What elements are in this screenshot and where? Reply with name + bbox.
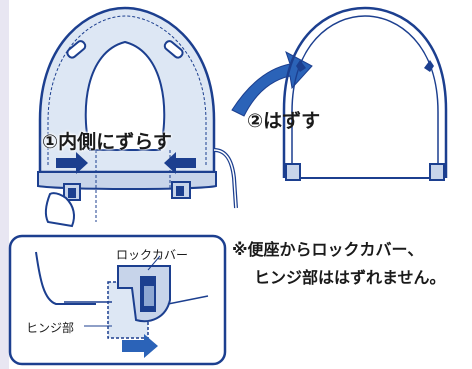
hinge-label: ヒンジ部	[26, 321, 75, 335]
step2-label: ②はずす	[247, 110, 321, 132]
lock-cover-label: ロックカバー	[116, 248, 189, 262]
hinge-right	[171, 181, 191, 199]
arrow-push-in-icon	[56, 152, 196, 174]
arrow-slide-right-icon	[122, 334, 158, 358]
note-line-2: ヒンジ部ははずれません。	[254, 268, 446, 287]
side-strip	[0, 0, 9, 369]
hand-icon	[44, 192, 75, 228]
note-line-1: ※便座からロックカバー、	[232, 240, 424, 259]
step1-label: ①内側にずらす	[42, 131, 172, 153]
toilet-seat	[37, 6, 217, 222]
hinge-left	[63, 183, 81, 201]
zoom-callout	[8, 234, 227, 366]
detached-seat	[282, 6, 448, 181]
arrow-lift-off-icon	[231, 50, 313, 117]
